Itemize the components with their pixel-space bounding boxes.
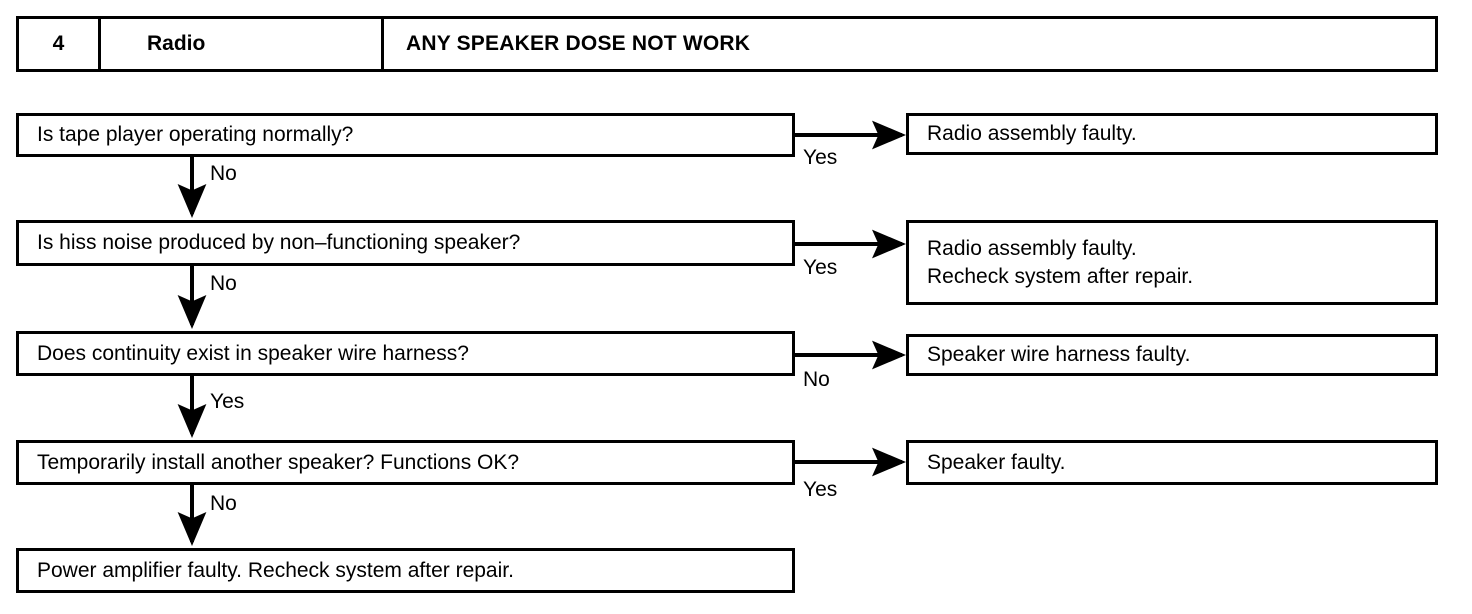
result-text-line: Recheck system after repair.: [927, 264, 1194, 288]
result-text-line: Speaker faulty.: [927, 450, 1066, 474]
edge-label-right-3: No: [803, 368, 830, 391]
edge-label-right-2: Yes: [803, 256, 838, 279]
final-result-box: Power amplifier faulty. Recheck system a…: [16, 548, 795, 593]
result-box-4: Speaker faulty.: [906, 440, 1438, 485]
result-text-line: Radio assembly faulty.: [927, 236, 1137, 260]
edge-label-right-1: Yes: [803, 146, 838, 169]
edge-label-right-4: Yes: [803, 478, 838, 501]
header-system-name: Radio: [101, 19, 384, 69]
question-box-2: Is hiss noise produced by non–functionin…: [16, 220, 795, 266]
result-box-2: Radio assembly faulty. Recheck system af…: [906, 220, 1438, 305]
header-table: 4 Radio ANY SPEAKER DOSE NOT WORK: [16, 16, 1438, 72]
result-text-line: Radio assembly faulty.: [927, 122, 1137, 146]
header-symptom-title: ANY SPEAKER DOSE NOT WORK: [406, 32, 751, 55]
edge-label-down-1: No: [210, 162, 237, 185]
question-text: Does continuity exist in speaker wire ha…: [37, 341, 469, 365]
question-text: Is tape player operating normally?: [37, 123, 354, 147]
question-text: Is hiss noise produced by non–functionin…: [37, 231, 521, 255]
question-box-3: Does continuity exist in speaker wire ha…: [16, 331, 795, 376]
header-chart-number: 4: [19, 19, 101, 69]
edge-label-down-3: Yes: [210, 390, 245, 413]
question-text: Temporarily install another speaker? Fun…: [37, 450, 520, 474]
final-result-text: Power amplifier faulty. Recheck system a…: [37, 558, 514, 582]
question-box-4: Temporarily install another speaker? Fun…: [16, 440, 795, 485]
result-box-1: Radio assembly faulty.: [906, 113, 1438, 155]
edge-label-down-2: No: [210, 272, 237, 295]
question-box-1: Is tape player operating normally?: [16, 113, 795, 157]
edge-label-down-4: No: [210, 492, 237, 515]
result-text-line: Speaker wire harness faulty.: [927, 343, 1191, 367]
result-box-3: Speaker wire harness faulty.: [906, 334, 1438, 376]
